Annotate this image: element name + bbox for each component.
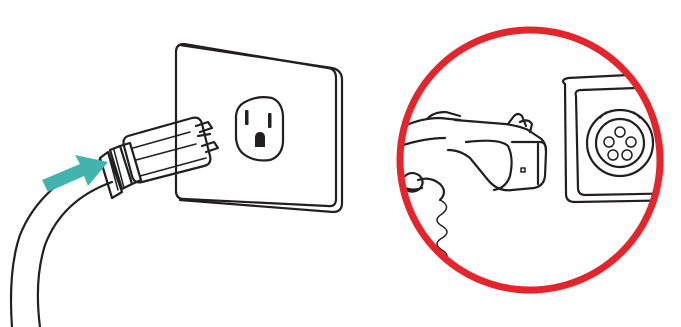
ev-charging-connector-icon	[400, 112, 546, 274]
ev-detail	[400, 72, 681, 274]
detail-circle-ring	[400, 30, 660, 290]
power-plug-icon	[100, 118, 218, 198]
wall-outlet-icon	[176, 44, 342, 212]
vehicle-charge-inlet-icon	[563, 72, 681, 202]
insert-arrow-icon	[42, 155, 108, 192]
receptacle	[236, 97, 283, 160]
